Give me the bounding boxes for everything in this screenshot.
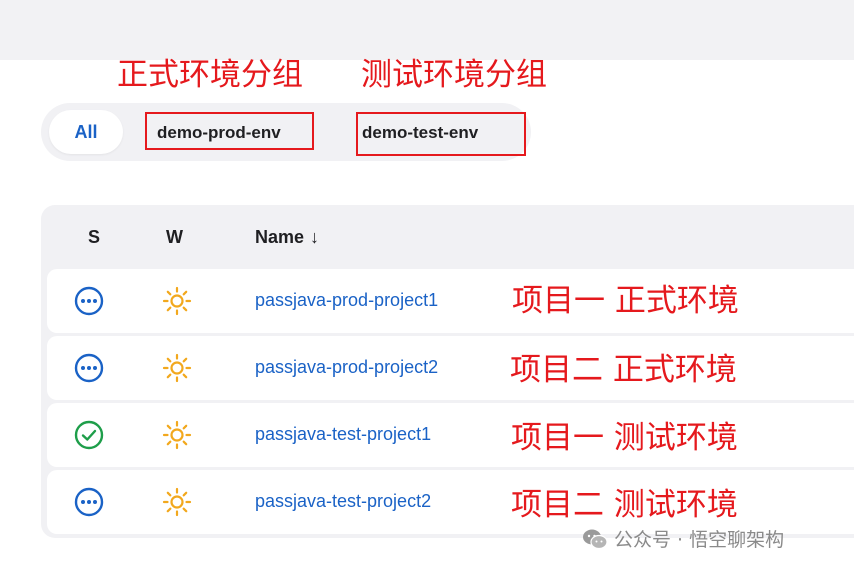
sort-descending-icon: ↓ bbox=[310, 227, 320, 247]
highlight-box-test-tab bbox=[356, 112, 526, 156]
table-row: passjava-test-project2 bbox=[47, 470, 854, 534]
watermark: 公众号 · 悟空聊架构 bbox=[582, 525, 784, 552]
sun-icon bbox=[162, 487, 192, 517]
header-weather[interactable]: W bbox=[166, 227, 183, 247]
annotation-test-group: 测试环境分组 bbox=[361, 57, 547, 93]
table-row: passjava-prod-project1 bbox=[47, 269, 854, 333]
job-link[interactable]: passjava-test-project1 bbox=[255, 424, 432, 444]
annotation-row-2: 项目二 正式环境 bbox=[510, 352, 737, 388]
header-name[interactable]: Name↓ bbox=[255, 227, 319, 248]
ellipsis-circle-icon bbox=[74, 286, 104, 316]
sun-icon bbox=[162, 353, 192, 383]
highlight-box-prod-tab bbox=[145, 112, 314, 150]
annotation-row-4: 项目二 测试环境 bbox=[511, 487, 738, 523]
annotation-row-3: 项目一 测试环境 bbox=[511, 420, 738, 456]
table-row: passjava-test-project1 bbox=[47, 403, 854, 467]
annotation-row-1: 项目一 正式环境 bbox=[512, 283, 739, 319]
job-link[interactable]: passjava-prod-project1 bbox=[255, 290, 439, 310]
wechat-icon bbox=[583, 529, 608, 549]
tab-demo-prod-env[interactable]: demo-prod-env bbox=[157, 123, 281, 142]
ellipsis-circle-icon bbox=[74, 353, 104, 383]
watermark-text: 公众号 · 悟空聊架构 bbox=[614, 529, 785, 551]
job-link[interactable]: passjava-test-project2 bbox=[255, 491, 432, 511]
jobs-table: S W Name↓ passjava-prod-project1 bbox=[41, 205, 854, 538]
header-name-label: Name bbox=[255, 227, 305, 247]
header-status[interactable]: S bbox=[88, 227, 101, 247]
sun-icon bbox=[162, 286, 192, 316]
top-bar bbox=[0, 0, 854, 60]
tab-demo-test-env[interactable]: demo-test-env bbox=[362, 123, 479, 142]
table-row: passjava-prod-project2 bbox=[47, 336, 854, 400]
job-link[interactable]: passjava-prod-project2 bbox=[255, 357, 439, 377]
ellipsis-circle-icon bbox=[74, 487, 104, 517]
annotation-prod-group: 正式环境分组 bbox=[117, 57, 303, 93]
sun-icon bbox=[162, 420, 192, 450]
tab-all[interactable]: All bbox=[49, 110, 123, 154]
check-circle-icon bbox=[74, 420, 104, 450]
